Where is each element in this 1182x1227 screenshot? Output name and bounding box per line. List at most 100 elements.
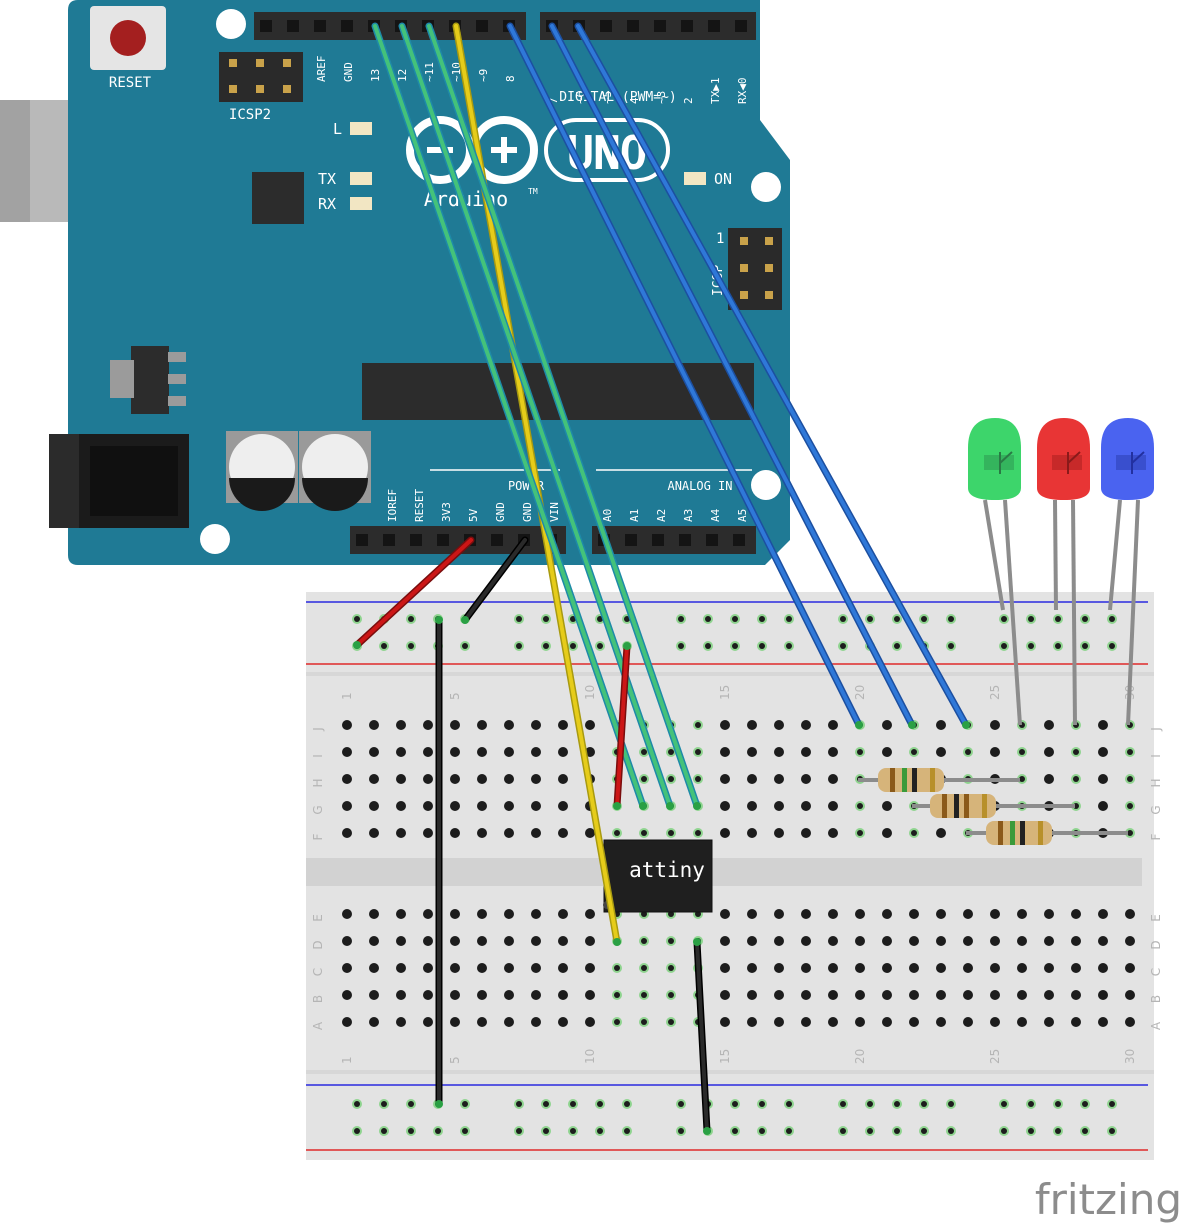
led-green	[968, 418, 1021, 500]
row-letter: D	[311, 940, 325, 949]
row-letter: F	[311, 833, 325, 840]
row-letter: E	[311, 914, 325, 922]
icsp-header: 1 ICSP	[711, 228, 782, 310]
digital-header-left	[254, 12, 526, 40]
pin-label: 5V	[467, 508, 480, 522]
pin-label: A0	[601, 509, 614, 522]
row-letter: E	[1149, 914, 1163, 922]
header-socket	[681, 20, 693, 32]
pin-label: 8	[504, 75, 517, 82]
header-socket	[314, 20, 326, 32]
chip-label: attiny	[629, 858, 705, 882]
pin-label: 2	[682, 97, 695, 104]
led-red	[1037, 418, 1090, 500]
column-number: 1	[340, 1056, 354, 1064]
header-socket	[735, 20, 747, 32]
pin-label: 3V3	[440, 502, 453, 522]
led-rx	[350, 197, 372, 210]
row-letter: A	[311, 1021, 325, 1030]
pin-label: 4	[628, 97, 641, 104]
header-socket	[733, 534, 745, 546]
analog-caption: ANALOG IN	[667, 479, 732, 493]
column-number: 20	[853, 685, 867, 700]
header-socket	[341, 20, 353, 32]
resistor	[858, 768, 1020, 792]
pin-label: GND	[342, 62, 355, 82]
capacitor	[299, 431, 371, 511]
pin-label: RESET	[413, 489, 426, 522]
led-legs	[983, 499, 1140, 726]
column-number: 20	[853, 1049, 867, 1064]
column-number: 10	[583, 685, 597, 700]
row-letter: D	[1149, 940, 1163, 949]
header-socket	[708, 20, 720, 32]
column-number: 1	[340, 692, 354, 700]
led-on-label: ON	[714, 170, 732, 188]
pin-label: GND	[521, 502, 534, 522]
column-number: 15	[718, 685, 732, 700]
resistor	[966, 821, 1128, 845]
pin-label: ~5	[601, 91, 614, 104]
led-on	[684, 172, 706, 185]
row-letter: B	[1149, 995, 1163, 1003]
mounting-hole	[200, 524, 230, 554]
icsp2-label: ICSP2	[229, 107, 271, 123]
header-socket	[679, 534, 691, 546]
header-socket	[625, 534, 637, 546]
row-letter: H	[311, 778, 325, 787]
voltage-regulator	[110, 346, 186, 414]
pin-label: A4	[709, 508, 722, 522]
pin-label: RX◀0	[736, 78, 749, 105]
reset-button: RESET	[90, 6, 166, 91]
row-letter: C	[311, 968, 325, 976]
row-letter: C	[1149, 968, 1163, 976]
icsp2-header: ICSP2	[219, 52, 303, 123]
row-letter: F	[1149, 833, 1163, 840]
icsp-pin1-label: 1	[716, 231, 724, 247]
header-socket	[437, 534, 449, 546]
pin-label: AREF	[315, 56, 328, 83]
trademark: TM	[528, 187, 538, 196]
column-number: 30	[1123, 1049, 1137, 1064]
led-rx-label: RX	[318, 195, 336, 213]
column-number: 10	[583, 1049, 597, 1064]
header-socket	[491, 534, 503, 546]
column-number: 25	[988, 685, 1002, 700]
row-letter: G	[1149, 805, 1163, 814]
pin-label: A3	[682, 509, 695, 522]
pin-label: ~9	[477, 69, 490, 82]
row-letter: H	[1149, 778, 1163, 787]
header-socket	[410, 534, 422, 546]
pin-label: 13	[369, 69, 382, 82]
column-number: 25	[988, 1049, 1002, 1064]
header-socket	[652, 534, 664, 546]
wires	[353, 22, 970, 1135]
mounting-hole	[751, 172, 781, 202]
dc-power-jack	[49, 434, 189, 528]
pin-label: VIN	[548, 502, 561, 522]
reset-label: RESET	[109, 75, 152, 91]
pin-label: ~11	[423, 62, 436, 82]
pin-label: 7	[547, 97, 560, 104]
header-socket	[627, 20, 639, 32]
usb-chip	[252, 172, 304, 224]
capacitor	[226, 431, 298, 511]
analog-header	[592, 526, 756, 554]
center-channel	[306, 858, 1142, 886]
mounting-hole	[216, 9, 246, 39]
row-letter: G	[311, 805, 325, 814]
fritzing-watermark: fritzing	[1035, 1175, 1182, 1224]
pin-label: A1	[628, 509, 641, 522]
pin-label: GND	[494, 502, 507, 522]
row-letter: I	[1149, 754, 1163, 758]
header-socket	[476, 20, 488, 32]
pin-label: TX▶1	[709, 78, 722, 105]
header-socket	[383, 534, 395, 546]
row-letter: J	[311, 727, 325, 732]
led-l	[350, 122, 372, 135]
row-letter: B	[311, 995, 325, 1003]
header-socket	[260, 20, 272, 32]
column-number: 5	[448, 692, 462, 700]
